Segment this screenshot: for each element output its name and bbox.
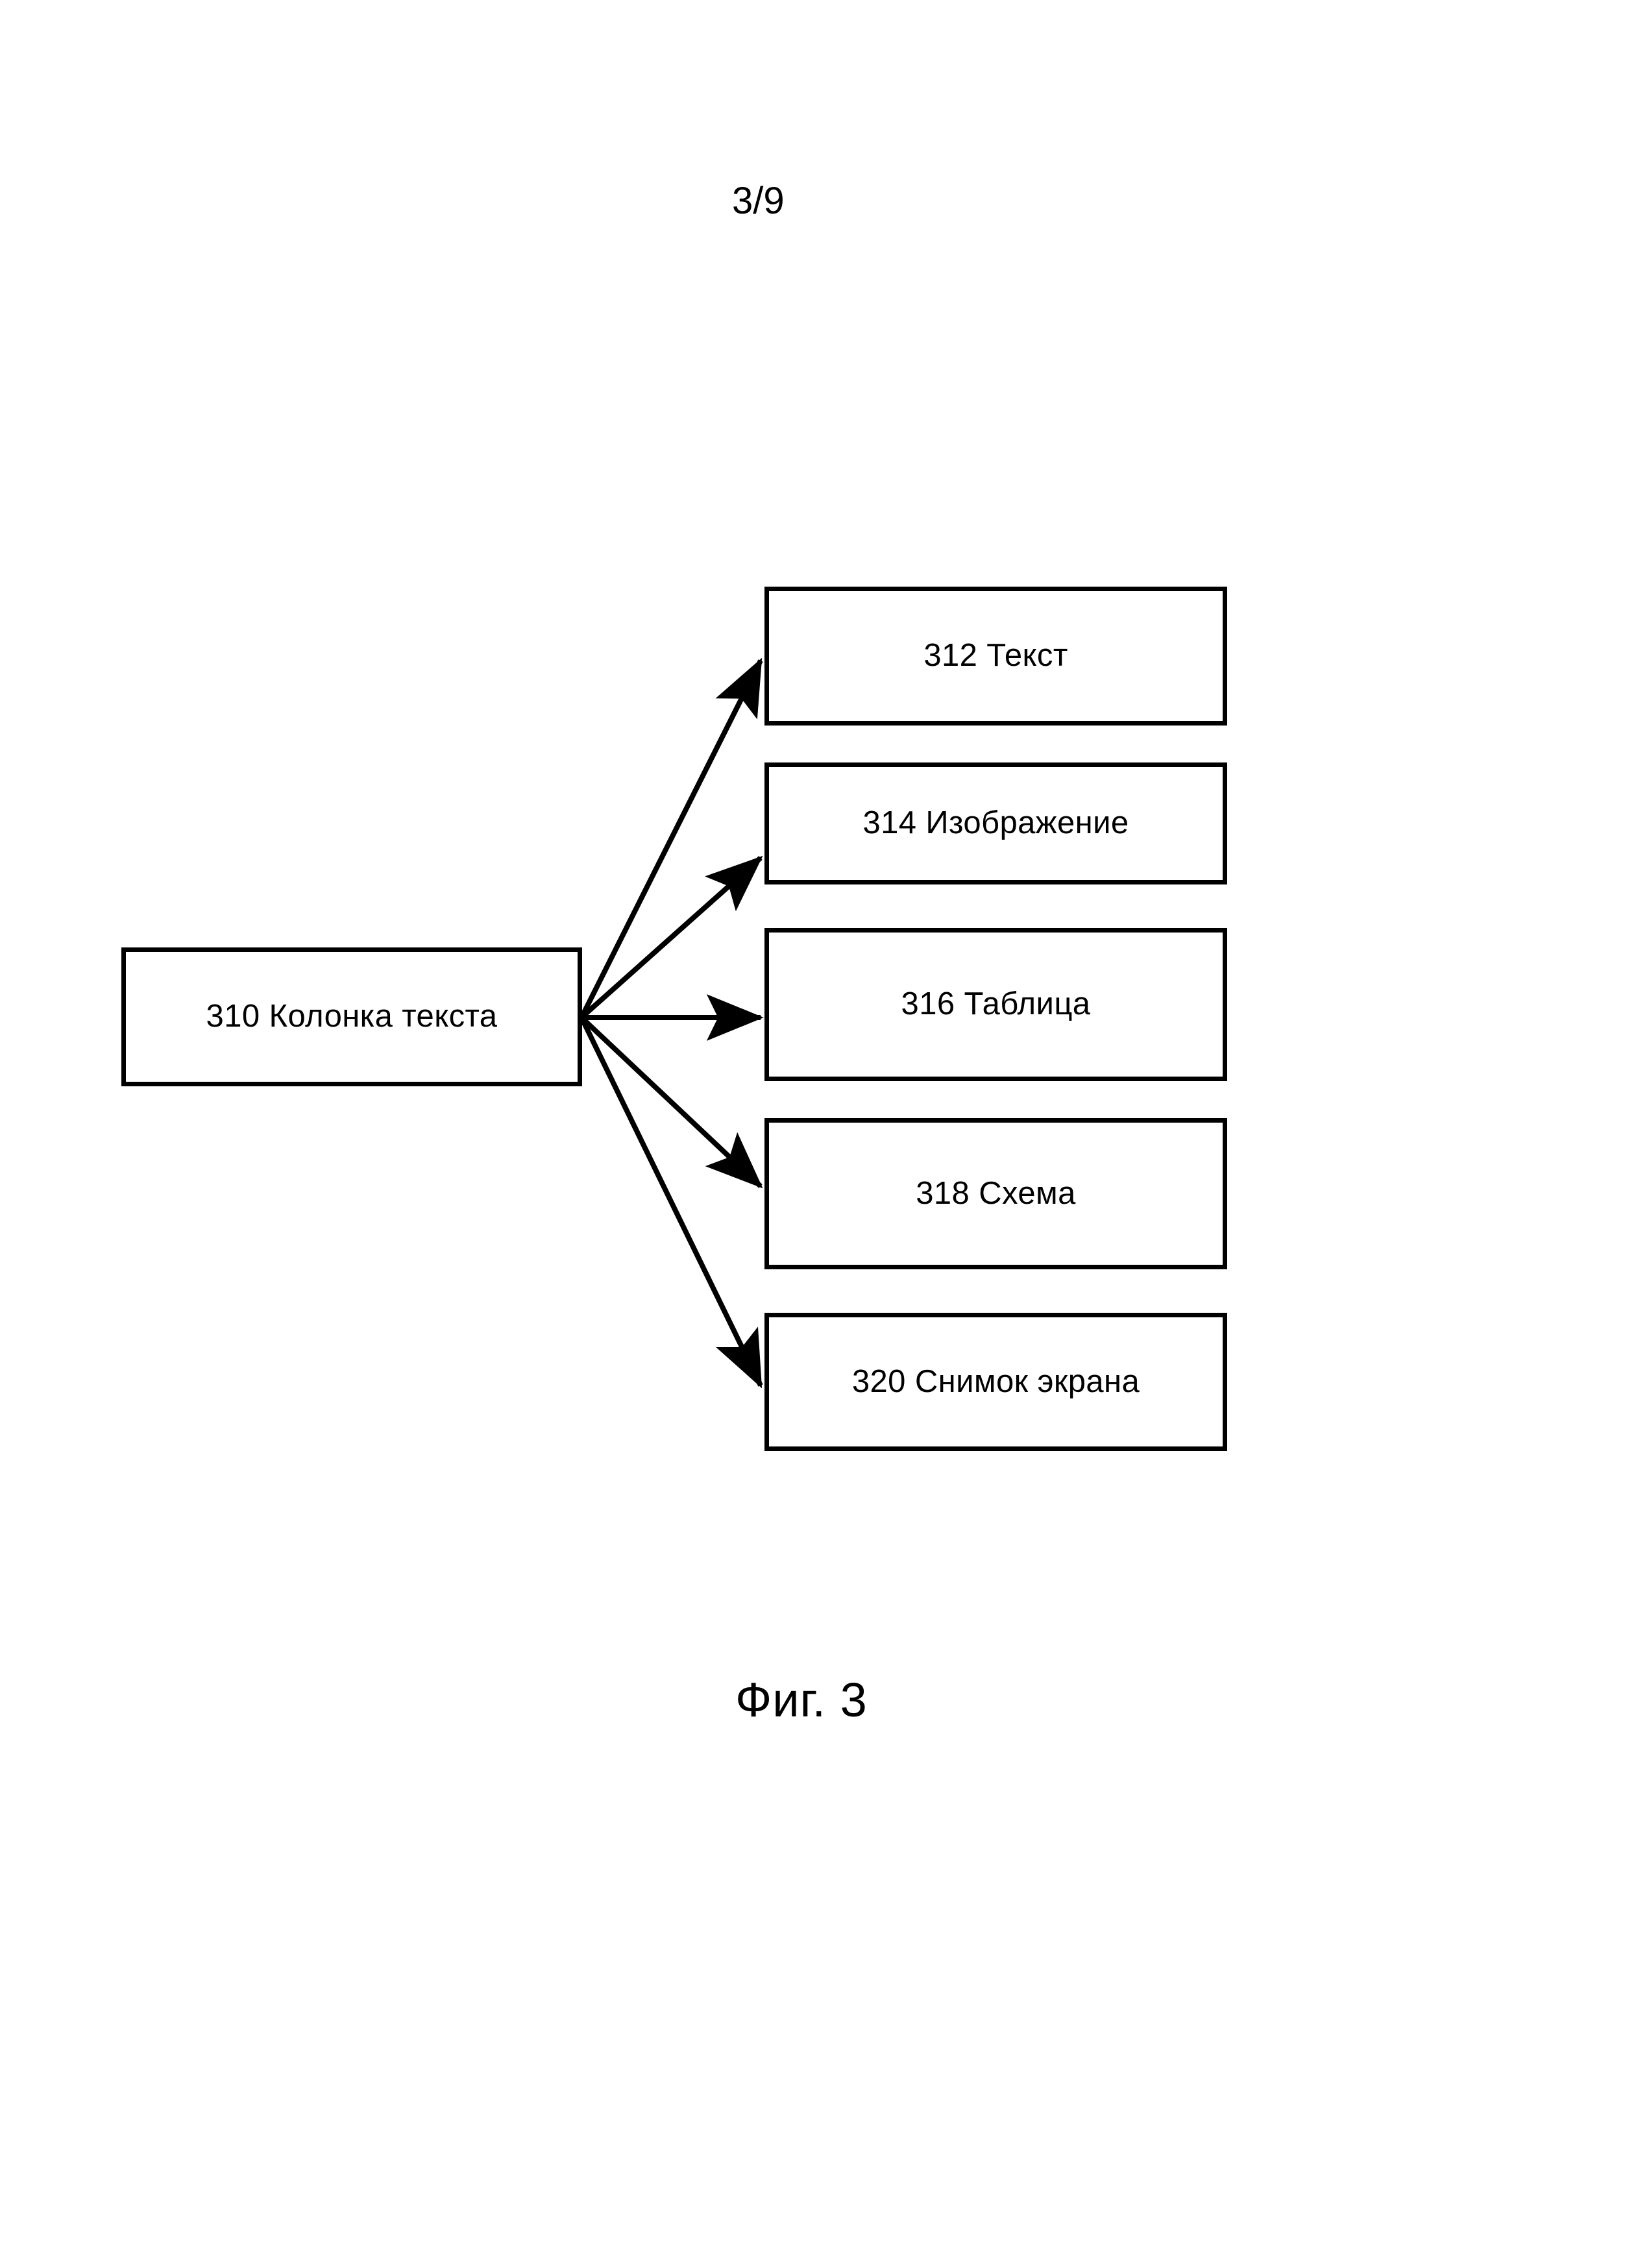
table-node-label: 316 Таблица: [901, 986, 1091, 1022]
table-node: 316 Таблица: [764, 928, 1227, 1081]
text-node-label: 312 Текст: [923, 638, 1068, 674]
figure-caption: Фиг. 3: [735, 1673, 868, 1727]
edge-310-to-314: [580, 855, 763, 1019]
screenshot-node-label: 320 Снимок экрана: [851, 1363, 1140, 1399]
edge-310-to-312: [579, 657, 763, 1019]
edge-310-to-320: [579, 1016, 763, 1389]
diagram-node: 318 Схема: [764, 1118, 1227, 1269]
text-node: 312 Текст: [764, 587, 1227, 726]
text-column-node-label: 310 Колонка текста: [206, 999, 498, 1034]
edge-310-to-318: [580, 1016, 763, 1189]
diagram-node-label: 318 Схема: [916, 1175, 1076, 1211]
text-column-node: 310 Колонка текста: [121, 947, 582, 1086]
page-number: 3/9: [732, 180, 785, 222]
screenshot-node: 320 Снимок экрана: [764, 1313, 1227, 1451]
image-node-label: 314 Изображение: [862, 805, 1129, 841]
image-node: 314 Изображение: [764, 762, 1227, 884]
